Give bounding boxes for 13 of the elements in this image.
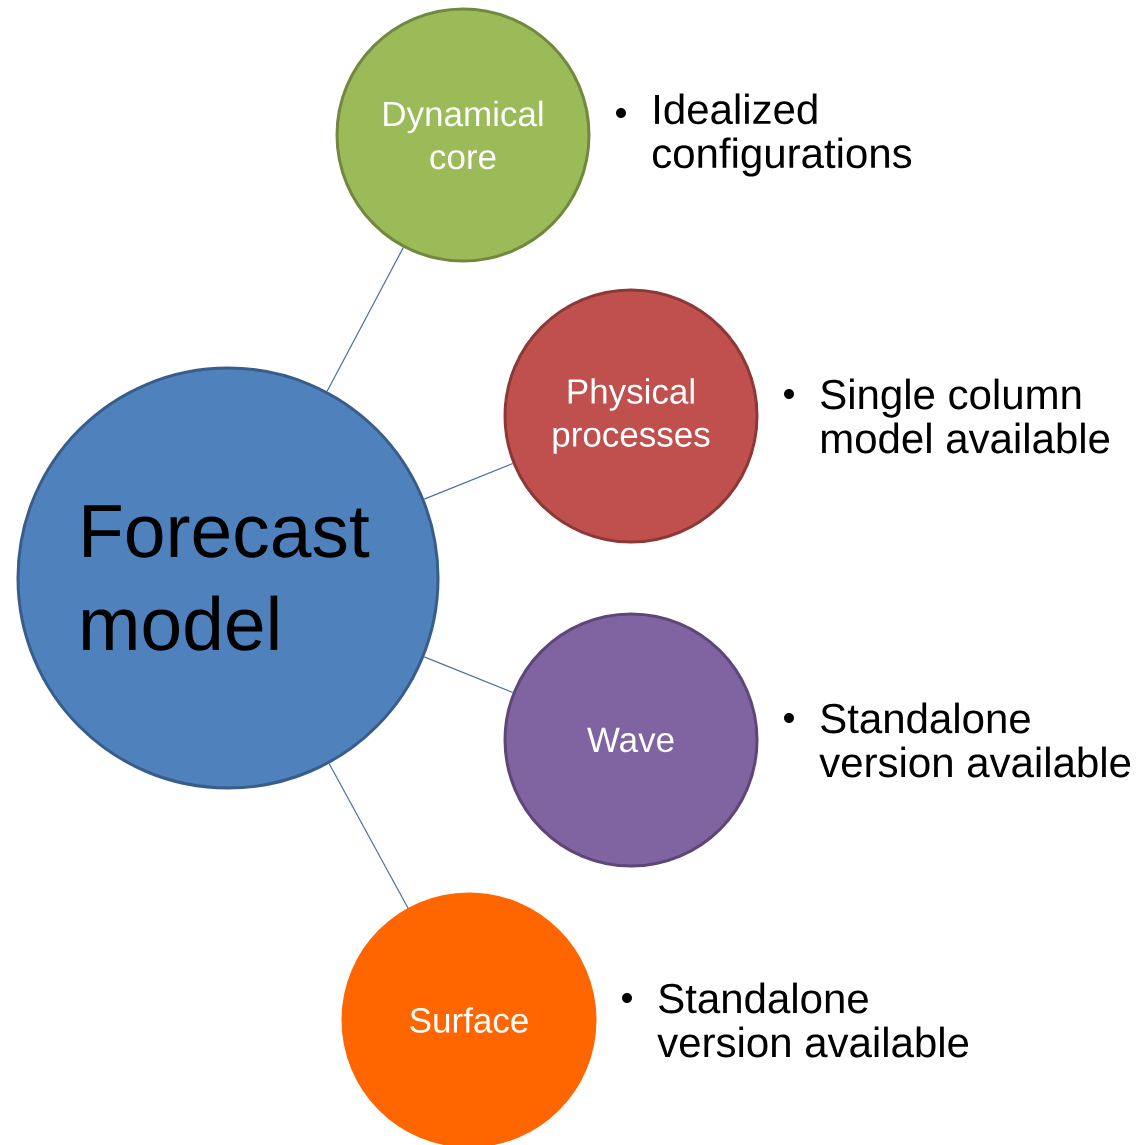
circle-node: Physical processes — [503, 288, 759, 544]
circle-node: Surface — [341, 892, 597, 1145]
bullet-text: Standalone version available — [819, 702, 1131, 778]
connector-line — [423, 656, 514, 694]
circle-node: Forecast model — [16, 366, 440, 790]
connector-line — [326, 247, 404, 392]
bullet-text: Idealized configurations — [653, 93, 912, 177]
circle-node: Dynamical core — [335, 7, 591, 263]
bullet-text: Standalone version available — [657, 982, 969, 1058]
circle-node: Wave — [503, 612, 759, 868]
bullet-text: Single column model available — [821, 378, 1110, 454]
connector-line — [423, 462, 514, 500]
connector-line — [328, 763, 409, 909]
